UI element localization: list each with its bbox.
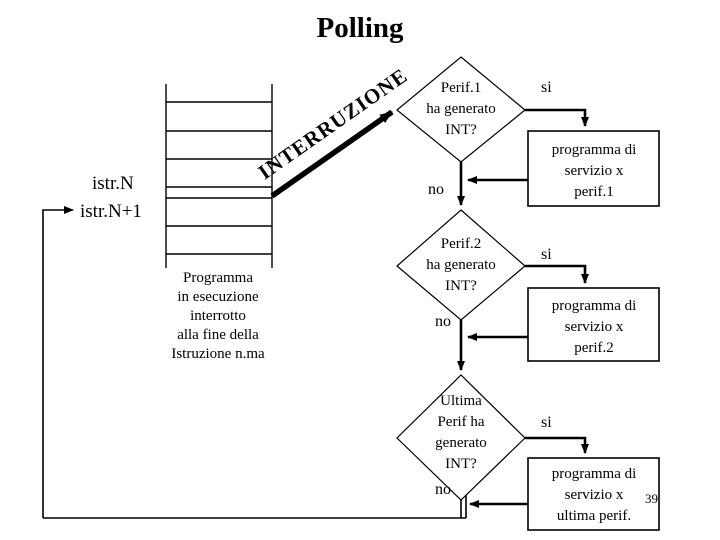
decision-perif1-text: Perif.1 ha generato INT? <box>396 78 526 141</box>
decision-perif2-line-3: INT? <box>445 278 477 294</box>
decision-ultima-line-2: Perif ha <box>437 414 485 430</box>
label-istr-n-plus-1: istr.N+1 <box>80 201 142 222</box>
return-to-program-arrow <box>42 206 74 518</box>
label-istr-n: istr.N <box>92 173 134 194</box>
caption-line-5: Istruzione n.ma <box>171 346 265 362</box>
service-box-ultima-line-3: ultima perif. <box>556 508 632 524</box>
decision-ultima-line-3: generato <box>435 435 487 451</box>
caption-line-3: interrotto <box>190 308 246 324</box>
caption-line-2: in esecuzione <box>177 289 259 305</box>
decision-perif2-text: Perif.2 ha generato INT? <box>396 234 526 297</box>
decision-perif1-line-1: Perif.1 <box>440 80 482 96</box>
service-box-perif2-text: programma di servizio x perif.2 <box>528 296 660 359</box>
service-box-ultima-text: programma di servizio x ultima perif. <box>528 464 660 527</box>
decision-perif2-line-1: Perif.2 <box>440 236 482 252</box>
service-box-perif1 <box>527 130 660 207</box>
program-instruction-table <box>165 84 273 268</box>
bottom-return-line <box>43 480 467 519</box>
decision-perif2-line-2: ha generato <box>426 257 496 273</box>
service-box-perif1-text: programma di servizio x perif.1 <box>528 140 660 203</box>
decision-perif1-line-3: INT? <box>445 122 477 138</box>
label-no-ultima: no <box>435 481 451 498</box>
program-block-caption: Programma in esecuzione interrotto alla … <box>118 269 318 364</box>
interruzione-arrow <box>270 109 394 199</box>
page-number: 39 <box>645 491 658 506</box>
caption-line-4: alla fine della <box>177 327 259 343</box>
caption-line-1: Programma <box>183 270 253 286</box>
service-box-perif2 <box>527 287 660 362</box>
page-title: Polling <box>316 12 404 44</box>
service-box-perif2-line-2: servizio x <box>564 319 624 335</box>
service-box-perif1-line-3: perif.1 <box>574 184 614 200</box>
service-box-perif1-line-2: servizio x <box>564 163 624 179</box>
label-yes-ultima: si <box>541 414 552 431</box>
service-box-ultima-line-2: servizio x <box>564 487 624 503</box>
service-box-perif2-line-1: programma di <box>551 298 637 314</box>
service-box-ultima <box>527 457 660 531</box>
decision-ultima-line-1: Ultima <box>440 393 482 409</box>
label-yes-perif1: si <box>541 79 552 96</box>
label-no-perif1: no <box>428 181 444 198</box>
decision-ultima-line-4: INT? <box>445 456 477 472</box>
service-box-perif1-line-1: programma di <box>551 142 637 158</box>
connector-perif2-yes <box>525 264 589 284</box>
service-box-ultima-line-1: programma di <box>551 466 637 482</box>
decision-ultima-text: Ultima Perif ha generato INT? <box>396 391 526 475</box>
connector-ultima-yes <box>525 436 589 454</box>
service-box-perif2-line-3: perif.2 <box>574 340 614 356</box>
decision-perif1-line-2: ha generato <box>426 101 496 117</box>
connector-perif1-yes <box>525 108 589 127</box>
label-no-perif2: no <box>435 313 451 330</box>
label-yes-perif2: si <box>541 246 552 263</box>
